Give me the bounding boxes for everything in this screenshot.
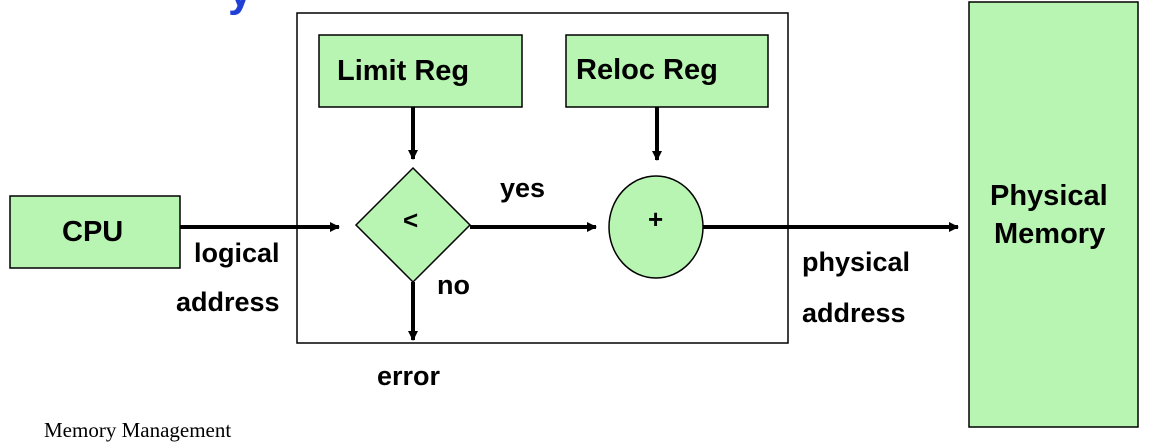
logical-label: logical	[194, 238, 280, 268]
physical-label: physical	[802, 247, 911, 277]
adder-label: +	[648, 204, 664, 234]
physical-address-label: address	[802, 298, 906, 328]
cpu-box	[9, 195, 181, 269]
physical-memory-label-line1: Physical	[990, 180, 1108, 212]
reloc-reg-label: Reloc Reg	[576, 54, 718, 86]
yes-label: yes	[500, 173, 546, 203]
limit-reg-box	[318, 34, 523, 108]
physical-memory-label-line2: Memory	[994, 218, 1106, 250]
mmu-frame	[296, 12, 789, 344]
logical-address-label: address	[176, 287, 280, 317]
no-label: no	[437, 270, 470, 300]
reloc-reg-box	[565, 34, 769, 108]
footer-caption: Memory Management	[44, 418, 232, 442]
cpu-label: CPU	[62, 216, 124, 248]
physical-memory-box	[968, 1, 1139, 428]
limit-reg-label: Limit Reg	[337, 55, 470, 87]
compare-label: <	[403, 205, 419, 235]
error-label: error	[377, 361, 441, 391]
title-fragment: y	[228, 0, 253, 16]
